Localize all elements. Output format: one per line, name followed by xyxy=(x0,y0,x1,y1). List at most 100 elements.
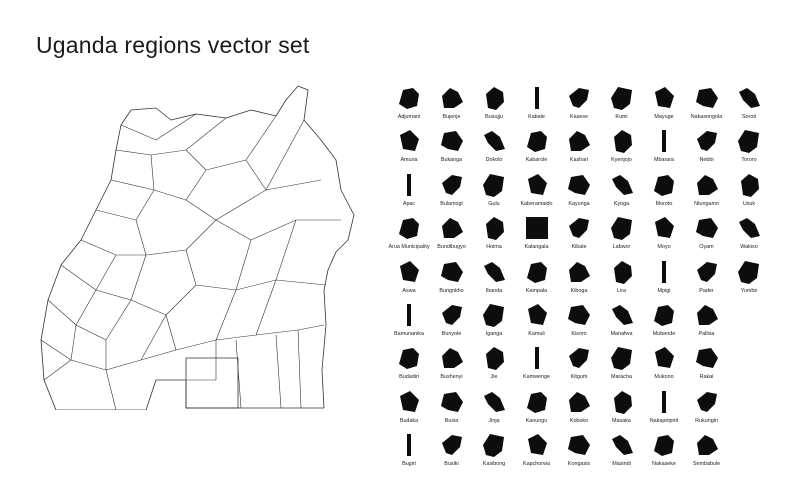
region-shape-icon xyxy=(400,130,419,152)
region-shape-icon xyxy=(484,261,505,282)
region-item: Oyam xyxy=(686,212,728,256)
region-label: Koboko xyxy=(569,417,589,424)
region-item: Kamwenge xyxy=(516,342,558,386)
region-label: Kyenjojo xyxy=(611,157,632,164)
region-label: Manafwa xyxy=(610,331,633,337)
region-item: Manafwa xyxy=(601,299,643,343)
region-label: Bukanga xyxy=(440,157,463,164)
region-label: Pallisa xyxy=(698,331,715,337)
region-shape-icon xyxy=(662,390,666,413)
region-label: Kayunga xyxy=(568,200,590,207)
region-shape-icon xyxy=(441,435,462,456)
region-label: Lira xyxy=(617,287,626,294)
region-item: Bushenyi xyxy=(431,342,473,386)
region-item: Pallisa xyxy=(686,299,728,343)
region-item: Aswa xyxy=(388,256,430,300)
region-shape-icon xyxy=(655,217,674,239)
region-item: Sembabule xyxy=(686,429,728,473)
region-item: Bungokho xyxy=(431,256,473,300)
region-item: Kasese xyxy=(558,82,600,126)
region-item: Kaberamaido xyxy=(516,169,558,213)
region-shape-icon xyxy=(400,260,419,282)
region-label: Bungokho xyxy=(439,287,464,294)
region-shape-icon xyxy=(440,261,463,282)
region-item: Moroto xyxy=(643,169,685,213)
region-shape-icon xyxy=(695,88,718,108)
region-label: Moyo xyxy=(657,244,671,251)
region-label: Nakapiripirit xyxy=(649,417,679,424)
region-shape-icon xyxy=(483,304,504,327)
region-shape-icon xyxy=(695,218,718,239)
region-label: Kasese xyxy=(570,114,588,120)
region-item: Kisoro xyxy=(558,299,600,343)
region-label: Kasibong xyxy=(482,461,506,468)
region-label: Kumi xyxy=(615,114,628,120)
region-shape-icon xyxy=(440,391,463,412)
region-label: Kyoga xyxy=(613,200,630,207)
region-item: Kongasis xyxy=(558,429,600,473)
region-item: Adjumani xyxy=(388,82,430,126)
region-item: Jie xyxy=(473,342,515,386)
region-item: Kumi xyxy=(601,82,643,126)
region-shape-icon xyxy=(527,173,547,195)
region-label: Soroti xyxy=(741,114,757,120)
region-shape-icon xyxy=(527,304,547,325)
region-item: Kyoga xyxy=(601,169,643,213)
page-title: Uganda regions vector set xyxy=(36,32,310,58)
region-shape-icon xyxy=(739,218,760,239)
region-label: Rakai xyxy=(699,374,714,381)
region-shape-icon xyxy=(527,434,547,456)
region-item: Gulu xyxy=(473,169,515,213)
region-shape-icon xyxy=(484,391,505,412)
region-label: Mpigi xyxy=(657,287,671,294)
region-item: Kamuli xyxy=(516,299,558,343)
region-item: Bamunanika xyxy=(388,299,430,343)
region-label: Wakiso xyxy=(740,244,758,251)
region-shape-icon xyxy=(400,390,419,412)
region-shape-icon xyxy=(696,174,718,195)
region-shape-icon xyxy=(534,347,539,370)
region-label: Moroto xyxy=(655,200,673,207)
uganda-outline-map xyxy=(40,85,355,410)
region-item: Mubende xyxy=(643,299,685,343)
region-item: Kalangala xyxy=(516,212,558,256)
region-label: Arua Municipality xyxy=(388,244,430,251)
region-label: Kabarole xyxy=(525,157,548,164)
region-label: Jie xyxy=(490,374,498,381)
region-shape-icon xyxy=(441,174,462,195)
region-label: Maracha xyxy=(611,374,632,381)
region-shape-icon xyxy=(696,131,717,152)
region-shape-icon xyxy=(569,131,590,152)
region-label: Busia xyxy=(444,417,459,424)
region-shape-icon xyxy=(568,174,590,195)
region-shape-icon xyxy=(654,305,674,326)
region-shape-icon xyxy=(662,130,666,153)
region-item: Moyo xyxy=(643,212,685,256)
region-shape-icon xyxy=(526,131,547,153)
region-shape-icon xyxy=(610,87,632,110)
region-shape-icon xyxy=(569,218,589,239)
internal-region-borders xyxy=(40,113,341,410)
region-shape-icon xyxy=(483,434,504,458)
region-item: Koboko xyxy=(558,386,600,430)
region-item: Bunyole xyxy=(431,299,473,343)
region-shape-icon xyxy=(654,174,674,196)
region-item: Mbarara xyxy=(643,125,685,169)
region-shape-icon xyxy=(441,218,463,239)
region-item: Kasibong xyxy=(473,429,515,473)
region-item: Ibanda xyxy=(473,256,515,300)
region-shape-icon xyxy=(654,435,674,457)
region-shape-icon xyxy=(696,391,717,412)
region-shape-icon xyxy=(484,131,505,152)
region-label: Yumbe xyxy=(740,287,758,294)
region-label: Masaka xyxy=(612,417,631,424)
region-shape-icon xyxy=(611,305,633,325)
region-item: Kitgum xyxy=(558,342,600,386)
region-item: Nakaseke xyxy=(643,429,685,473)
region-item: Iganga xyxy=(473,299,515,343)
region-shape-icon xyxy=(738,130,759,154)
region-shape-icon xyxy=(534,87,539,109)
region-shape-icon xyxy=(696,435,718,456)
region-shape-icon xyxy=(525,217,548,240)
region-item: Nakasongola xyxy=(686,82,728,126)
